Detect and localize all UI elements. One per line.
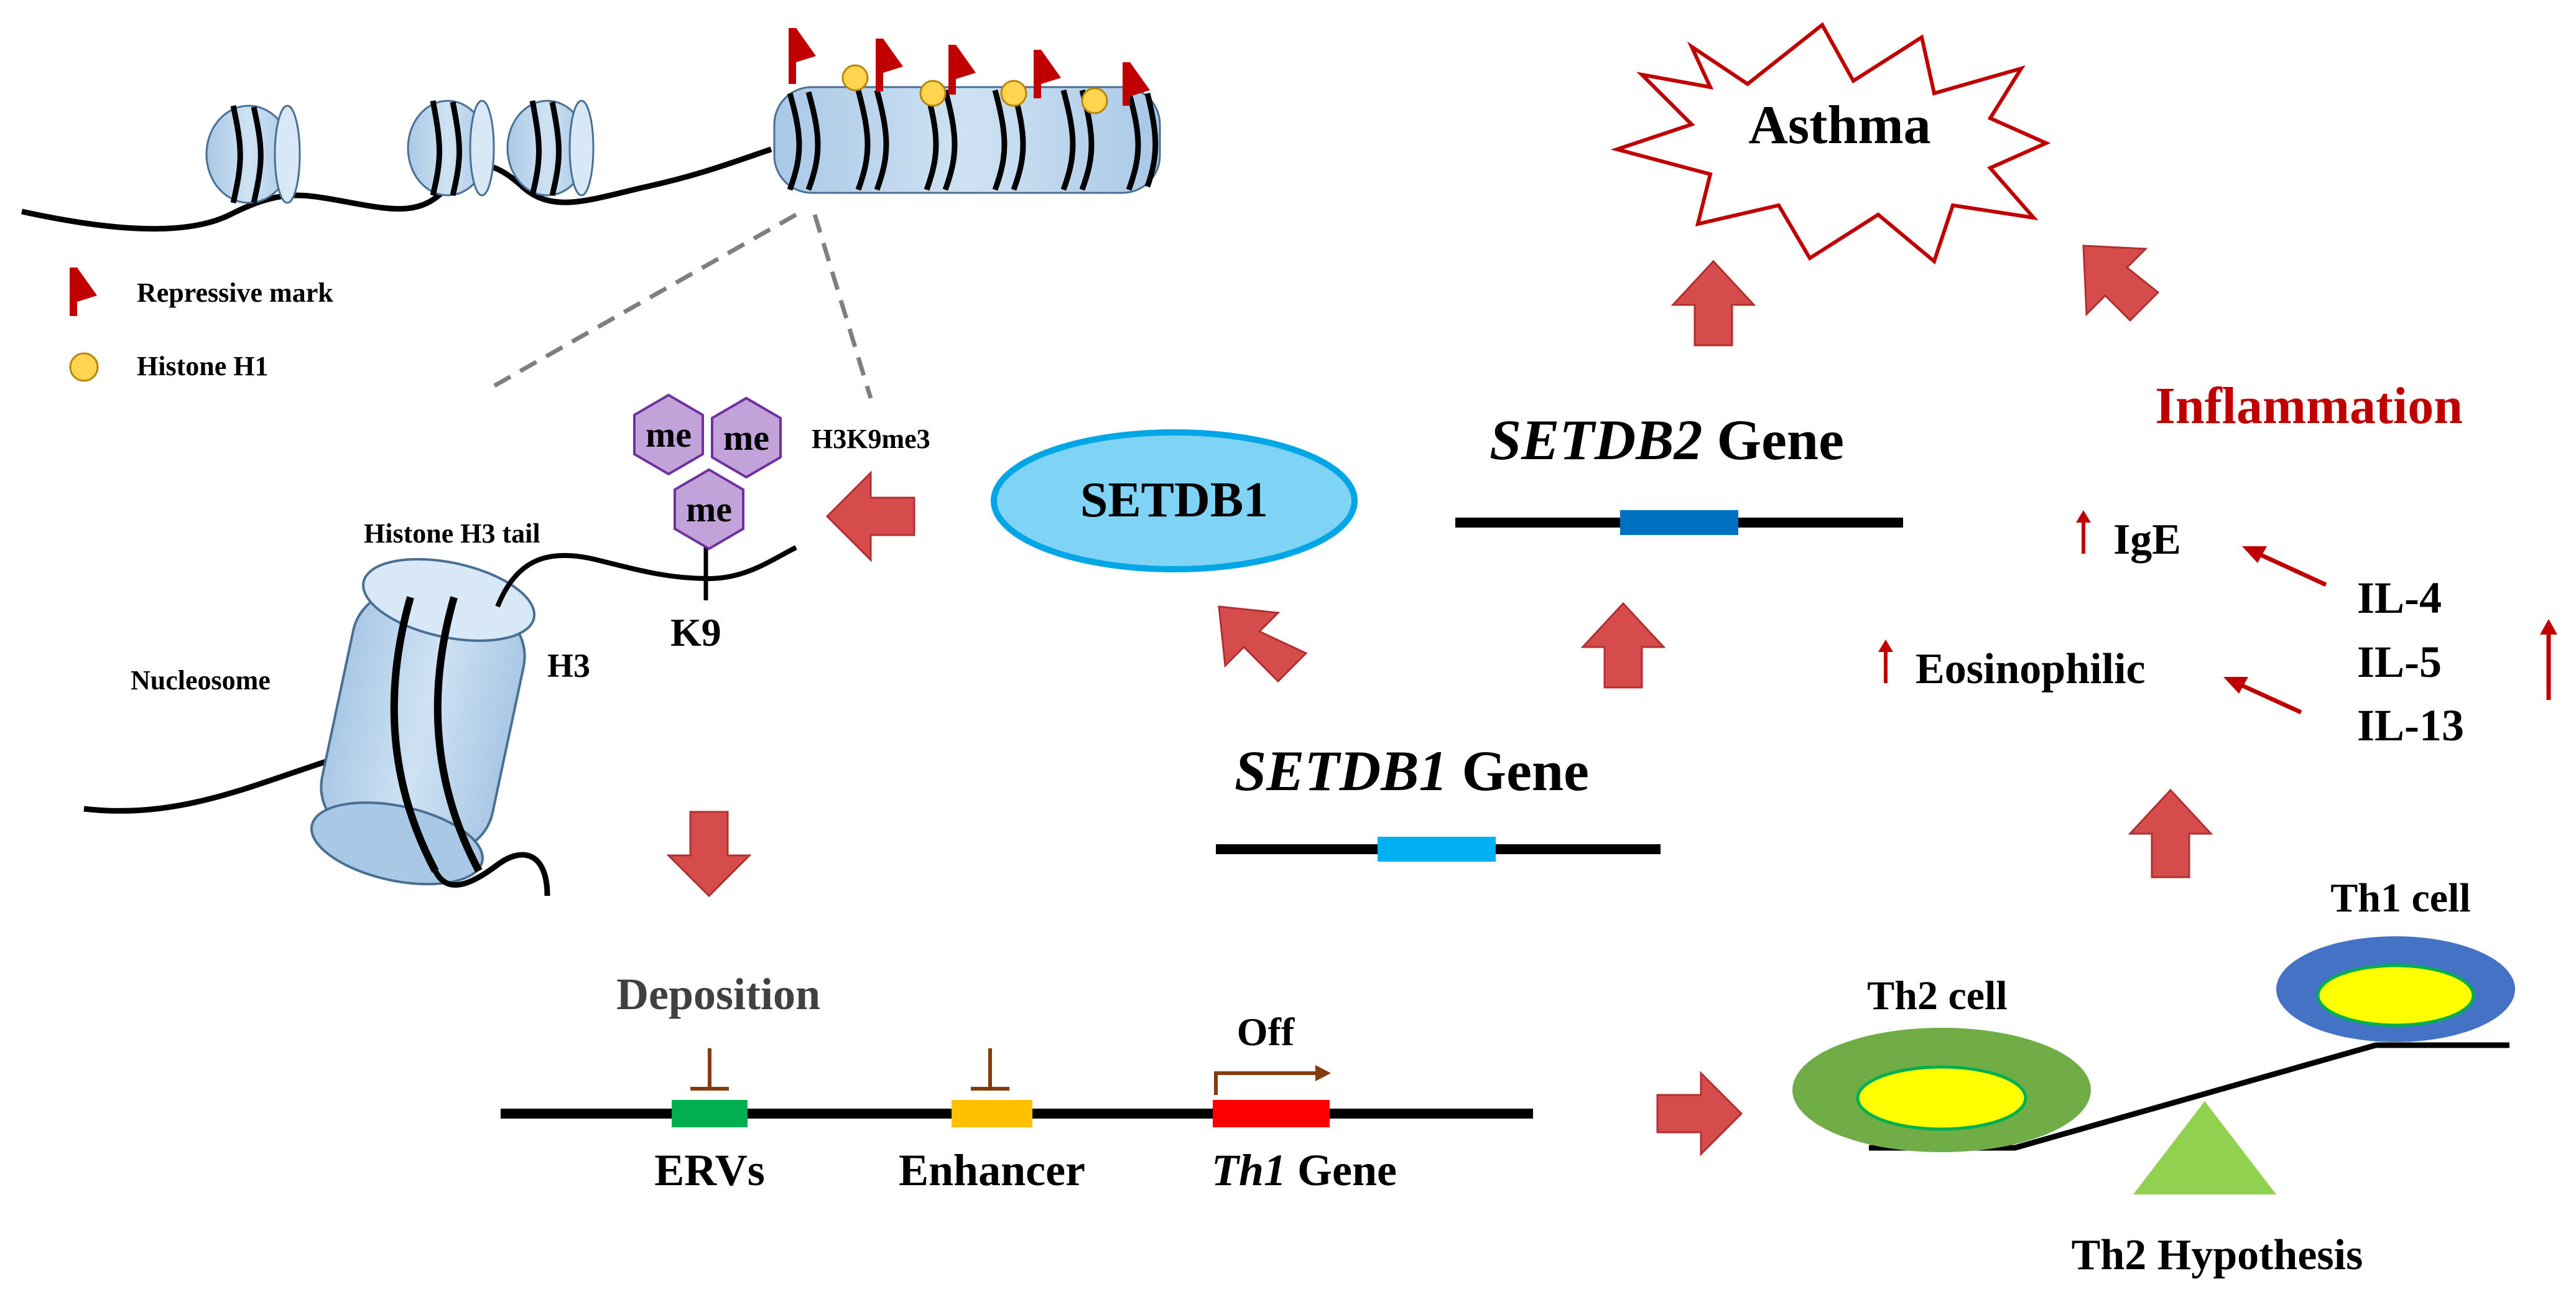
th2-cell-label: Th2 cell xyxy=(1867,973,2008,1018)
enhancer-element: Enhancer xyxy=(899,1048,1085,1195)
svg-text:me: me xyxy=(723,417,769,458)
nucleosome-loose-1 xyxy=(205,105,301,204)
th-balance: Th2 cell Th1 cell Th2 Hypothesis xyxy=(1792,875,2515,1279)
svg-text:me: me xyxy=(686,489,732,529)
arrow-inflammation-to-asthma xyxy=(2082,244,2160,322)
arrow-gene-to-setdb1 xyxy=(1218,605,1308,683)
off-label: Off xyxy=(1237,1010,1295,1054)
histone-h3-tail-label: Histone H3 tail xyxy=(364,518,540,549)
th1-gene-element: Off Th1 Gene xyxy=(1212,1010,1397,1195)
erv-element: ERVs xyxy=(654,1048,765,1195)
me-hexagon-2: me xyxy=(711,396,782,479)
zoom-guide-lines xyxy=(493,212,873,399)
nucleosome-zoom: H3 Nucleosome Histone H3 tail K9 xyxy=(83,518,797,896)
fulcrum xyxy=(2133,1101,2276,1194)
erv-label: ERVs xyxy=(654,1145,765,1195)
arrow-up-to-inflammation xyxy=(2128,788,2213,878)
deposition-title: Deposition xyxy=(616,969,820,1019)
th1-cell-label: Th1 cell xyxy=(2330,875,2471,921)
nucleosome-label: Nucleosome xyxy=(131,665,271,696)
eosinophilic-outcome: Eosinophilic xyxy=(1878,640,2146,693)
setdb1-gene-name: SETDB1 xyxy=(1235,739,1448,803)
ige-label: IgE xyxy=(2113,516,2181,564)
cytokine-list: IL-4 IL-5 IL-13 xyxy=(2357,573,2464,750)
cytokine-il4: IL-4 xyxy=(2357,573,2442,623)
arrow-setdb1-to-methylation xyxy=(825,470,915,562)
h3-label: H3 xyxy=(547,647,590,684)
inflammation-label: Inflammation xyxy=(2155,377,2463,435)
nucleosome-loose-3 xyxy=(506,100,595,197)
svg-text:SETDB1: SETDB1 xyxy=(1080,473,1268,528)
chromatin-fiber xyxy=(21,28,1161,232)
me-hexagon-1: me xyxy=(633,393,704,476)
arrow-right-to-balance xyxy=(1656,1071,1743,1157)
setdb1-protein: SETDB1 xyxy=(991,429,1358,572)
legend-histone-h1: Histone H1 xyxy=(137,351,268,381)
cytokine-up-arrow xyxy=(2540,619,2557,700)
th2-cell xyxy=(1792,1028,2091,1152)
svg-text:SETDB2 Gene: SETDB2 Gene xyxy=(1490,408,1844,472)
enhancer-label: Enhancer xyxy=(899,1145,1085,1195)
cytokine-il13: IL-13 xyxy=(2357,701,2464,750)
histone-h1-legend-icon xyxy=(69,352,99,382)
repressive-mark-legend-icon xyxy=(70,268,97,316)
svg-text:Th1 Gene: Th1 Gene xyxy=(1212,1145,1397,1195)
svg-text:me: me xyxy=(646,414,692,455)
k9-label: K9 xyxy=(670,610,721,654)
setdb2-gene: SETDB2 Gene xyxy=(1455,408,1903,535)
th1-cell xyxy=(2276,936,2515,1042)
asthma-label: Asthma xyxy=(1748,95,1930,156)
legend-repressive-mark: Repressive mark xyxy=(137,277,333,308)
arrow-up-to-setdb2 xyxy=(1580,602,1666,689)
th1-gene-suffix: Gene xyxy=(1286,1145,1397,1195)
repressive-mark-flags xyxy=(789,28,1150,106)
histone-h1-dots xyxy=(841,64,1108,114)
ige-outcome: IgE xyxy=(2076,510,2181,564)
h3k9me3-label: H3K9me3 xyxy=(812,424,930,454)
cytokine-arrows xyxy=(2223,546,2327,715)
legend: Repressive mark Histone H1 xyxy=(69,268,333,382)
arrow-up-to-asthma xyxy=(1670,259,1756,347)
me-hexagon-3: me xyxy=(674,468,744,551)
setdb2-gene-name: SETDB2 xyxy=(1490,408,1703,472)
th2-hypothesis-label: Th2 Hypothesis xyxy=(2072,1231,2363,1279)
eosinophilic-label: Eosinophilic xyxy=(1916,645,2146,693)
th1-gene-name: Th1 xyxy=(1212,1145,1286,1195)
asthma-burst: Asthma xyxy=(1610,22,2051,265)
nucleosome-loose-2 xyxy=(407,100,495,197)
setdb2-gene-suffix: Gene xyxy=(1703,408,1844,472)
setdb1-gene-suffix: Gene xyxy=(1448,739,1589,803)
heterochromatin-cluster xyxy=(773,86,1161,194)
trimethyl-group: me me me xyxy=(633,393,782,551)
cytokine-il5: IL-5 xyxy=(2357,637,2442,687)
arrow-down-to-deposition xyxy=(666,811,752,898)
svg-text:SETDB1 Gene: SETDB1 Gene xyxy=(1235,739,1589,803)
flow-arrows xyxy=(666,244,2213,1157)
setdb1-gene: SETDB1 Gene xyxy=(1216,739,1661,862)
